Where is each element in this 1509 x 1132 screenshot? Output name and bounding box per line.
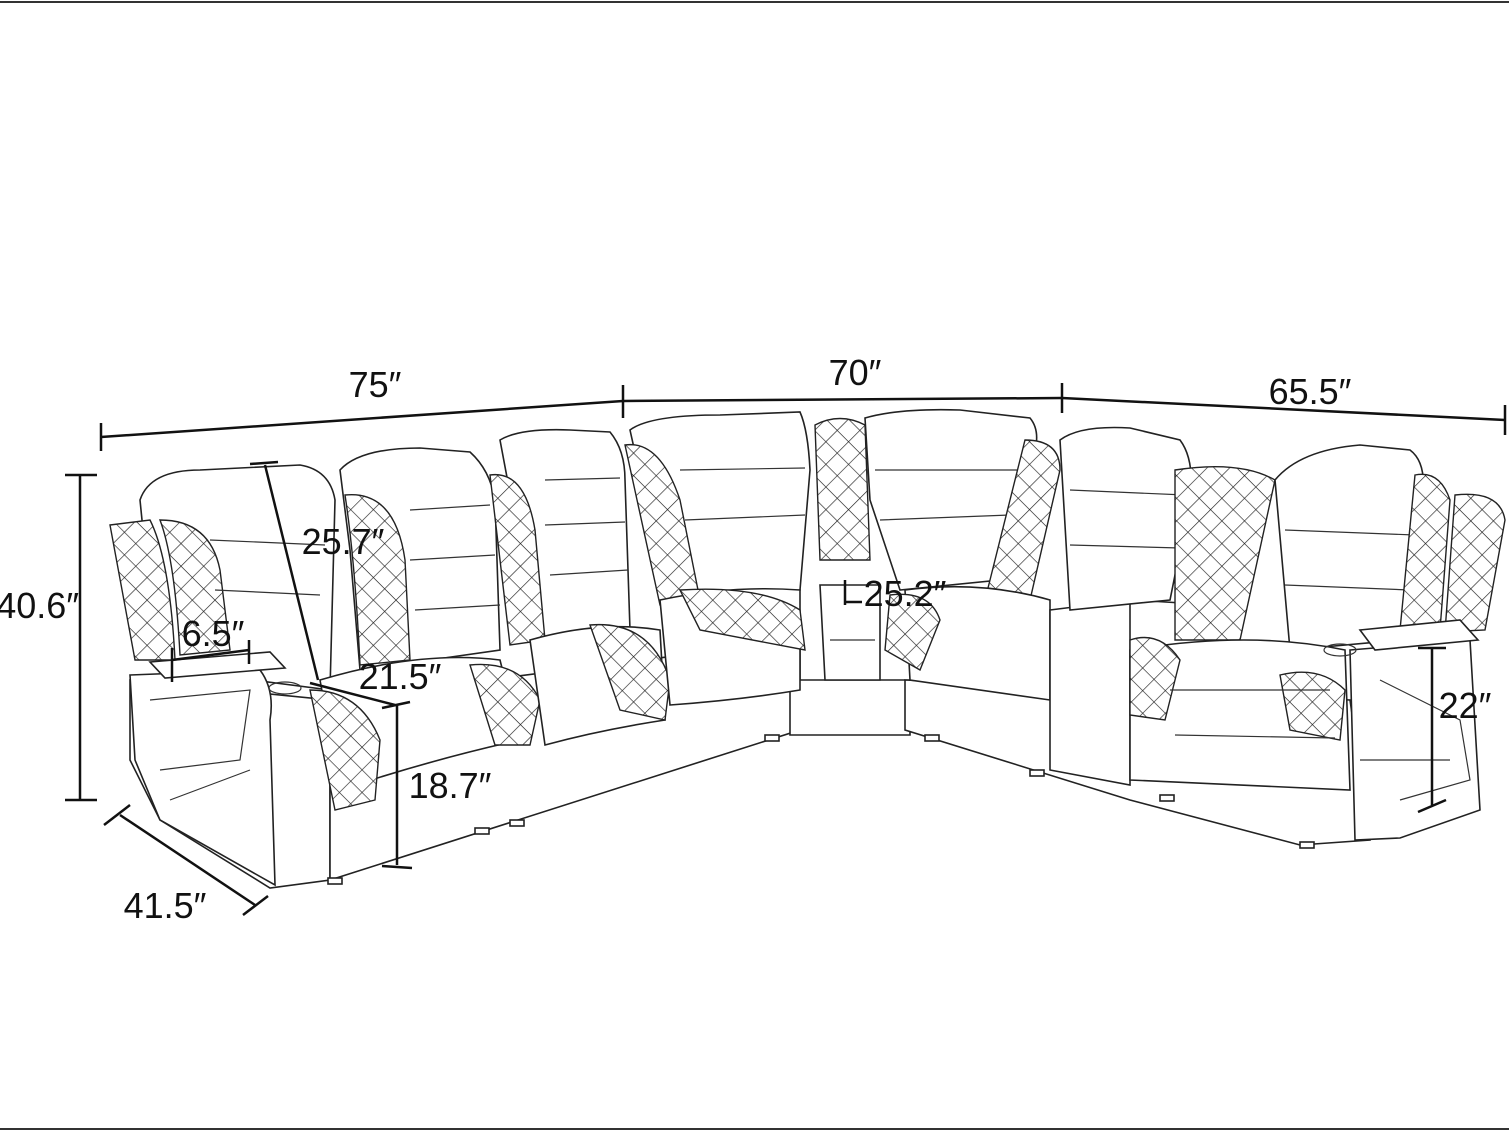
- center-width-label: 70″: [829, 352, 882, 393]
- overall-height-label: 40.6″: [0, 585, 79, 626]
- corner-seat-width-label: 25.2″: [864, 573, 947, 614]
- seat-height-label: 18.7″: [409, 765, 492, 806]
- sofa-drawing: [109, 408, 1506, 889]
- left-width-label: 75″: [349, 364, 402, 405]
- dimension-lines: [65, 383, 1507, 916]
- right-width-label: 65.5″: [1269, 371, 1352, 412]
- backrest-height-label: 25.7″: [302, 521, 385, 562]
- depth-label: 41.5″: [124, 885, 207, 926]
- armrest-width-label: 6.5″: [182, 613, 245, 654]
- seat-width-label: 21.5″: [359, 656, 442, 697]
- arm-height-label: 22″: [1439, 685, 1492, 726]
